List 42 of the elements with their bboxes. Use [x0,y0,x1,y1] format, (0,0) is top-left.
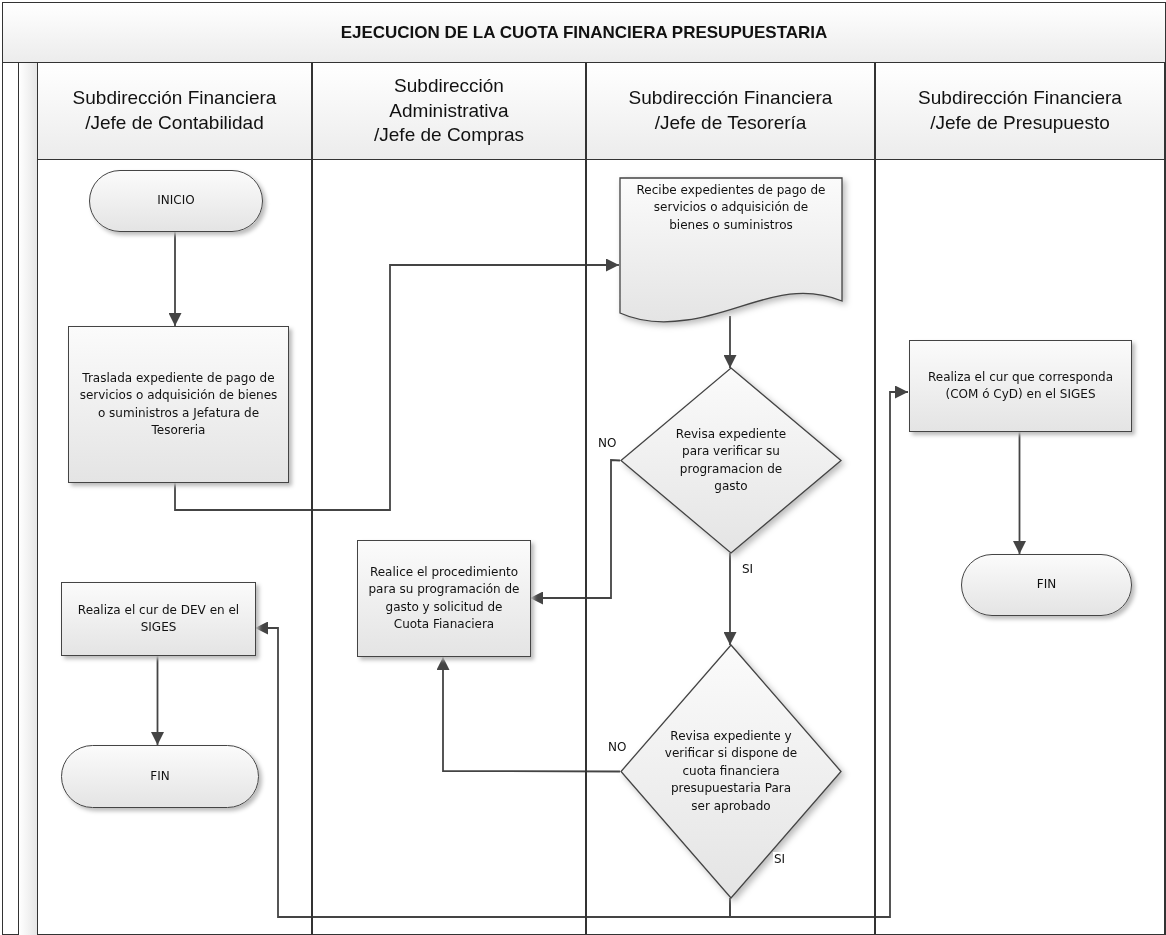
lane-title: Subdirección Administrativa /Jefe de Compras [373,73,525,148]
lane-title: Subdirección Financiera /Jefe de Contabilidad [71,86,278,135]
edge-label: NO [607,740,628,754]
step-text: FIN [150,767,170,785]
swimlane [37,63,312,935]
arrow [254,621,731,918]
lane-title: Subdirección Financiera /Jefe de Tesorería [627,86,834,135]
arrow [529,459,621,605]
swimlane [875,63,1165,935]
process-box [357,540,531,657]
step-text: Traslada expediente de pago de servicios o adquisición de bienes o suministros a Jefatura de Tesoreria [78,369,279,439]
swimlane [586,63,875,935]
arrow [168,231,182,327]
step-text: Revisa expediente y verificar si dispone de cuota financiera presupuestaria Para ser aprobado [663,728,799,815]
arrow [436,656,621,773]
terminator-shape [961,554,1132,616]
arrow [723,315,737,369]
arrow [723,552,737,646]
document-shape [620,178,842,323]
step-text: FIN [1036,576,1057,594]
terminator-shape [89,170,263,232]
process-box [61,582,256,656]
diagram-title: EJECUCION DE LA CUOTA FINANCIERA PRESUPUESTARIA [340,22,828,43]
step-text: INICIO [157,192,195,210]
step-text: Recibe expedientes de pago de servicios o adquisición de bienes o suministros [635,182,827,234]
swimlane [312,63,586,935]
arrow [729,385,909,918]
step-text: Realiza el cur que corresponda (COM ó CyD) en el SIGES [926,368,1115,403]
process-box [68,326,289,483]
step-text: Revisa expediente para verificar su programacion de gasto [674,425,788,495]
edge-label: SI [741,562,755,576]
lane-title: Subdirección Financiera /Jefe de Presupuesto [917,86,1123,135]
process-box [909,340,1132,432]
edge-label: SI [773,852,787,866]
step-text: Realiza el cur de DEV en el SIGES [76,601,241,636]
step-text: Realice el procedimiento para su programación de gasto y solicitud de Cuota Fianaciera [367,563,521,633]
decision-diamond [621,368,841,553]
arrow [151,655,164,746]
arrow [174,258,620,511]
edge-label: NO [597,436,618,450]
terminator-shape [61,745,259,808]
arrow [1013,431,1026,555]
